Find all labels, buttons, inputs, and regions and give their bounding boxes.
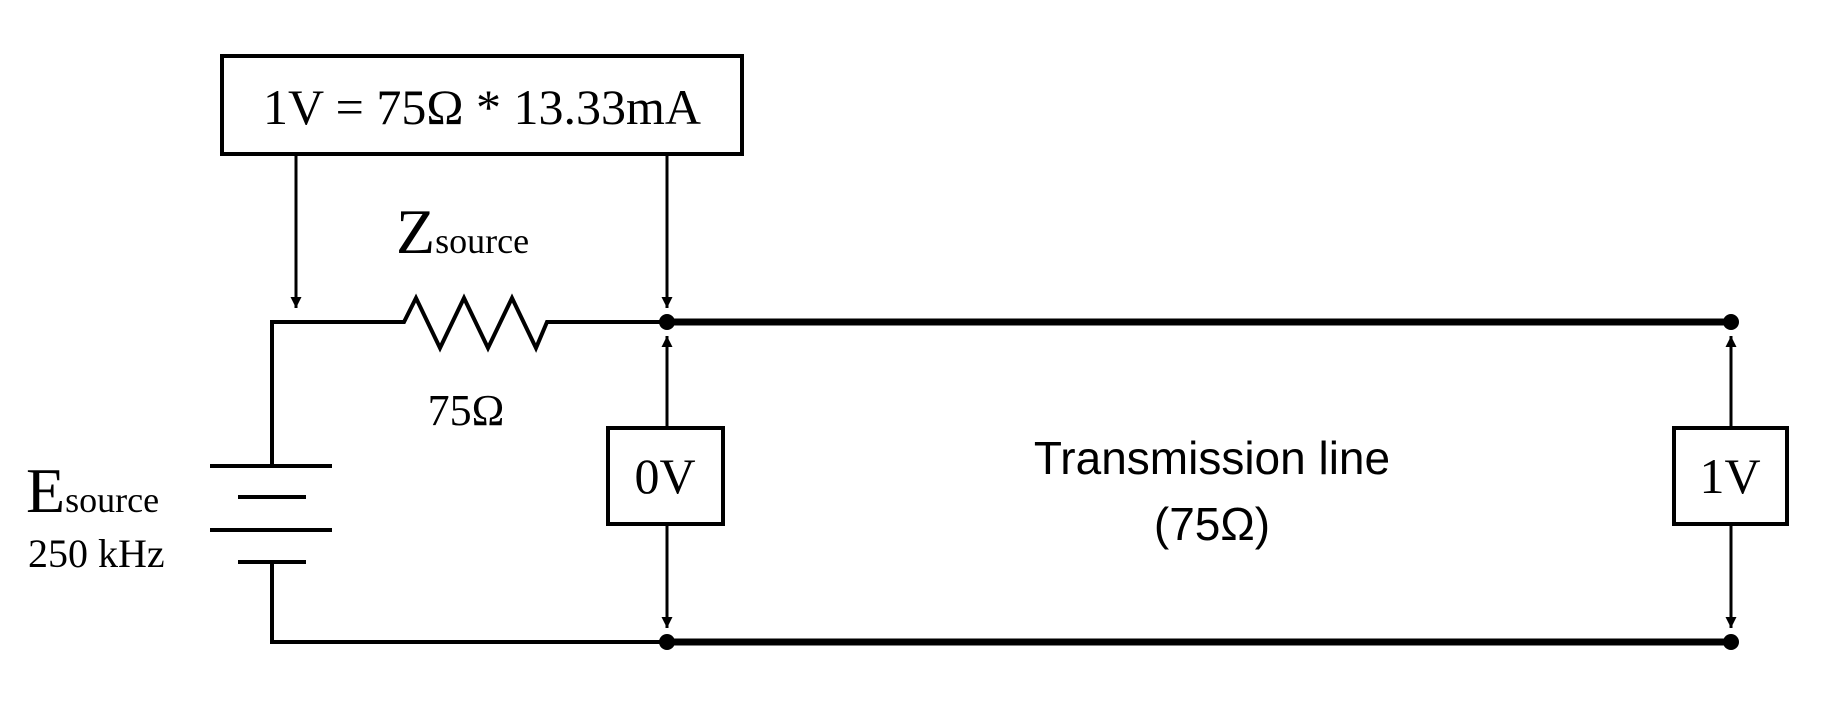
node-right-bottom (1723, 634, 1739, 650)
resistor-value: 75Ω (428, 386, 505, 435)
bottom-source-wire (270, 560, 669, 644)
node-right-top (1723, 314, 1739, 330)
zsource-subscript: source (435, 221, 529, 261)
voltmeter-left-reading: 0V (634, 448, 695, 504)
source-resistor-label: Zsource 75Ω (396, 196, 529, 435)
source-frequency: 250 kHz (28, 531, 165, 576)
esource-subscript: source (65, 480, 159, 520)
transmission-line-label: Transmission line (75Ω) (1034, 432, 1390, 550)
battery-symbol (210, 464, 332, 564)
voltmeter-left: 0V (606, 336, 725, 628)
equation-text: 1V = 75Ω * 13.33mA (263, 79, 701, 135)
transmission-line-title: Transmission line (1034, 432, 1390, 484)
equation-box: 1V = 75Ω * 13.33mA (220, 54, 744, 156)
voltmeter-right-reading: 1V (1699, 448, 1760, 504)
node-left-bottom (659, 634, 675, 650)
transmission-line-impedance: (75Ω) (1154, 498, 1270, 550)
source-label: Esource 250 kHz (26, 455, 165, 576)
node-left-top (659, 314, 675, 330)
voltmeter-right: 1V (1672, 336, 1789, 628)
zsource-symbol: Zsource (396, 196, 529, 267)
esource-symbol: Esource (26, 455, 159, 526)
top-source-wire (270, 293, 669, 468)
